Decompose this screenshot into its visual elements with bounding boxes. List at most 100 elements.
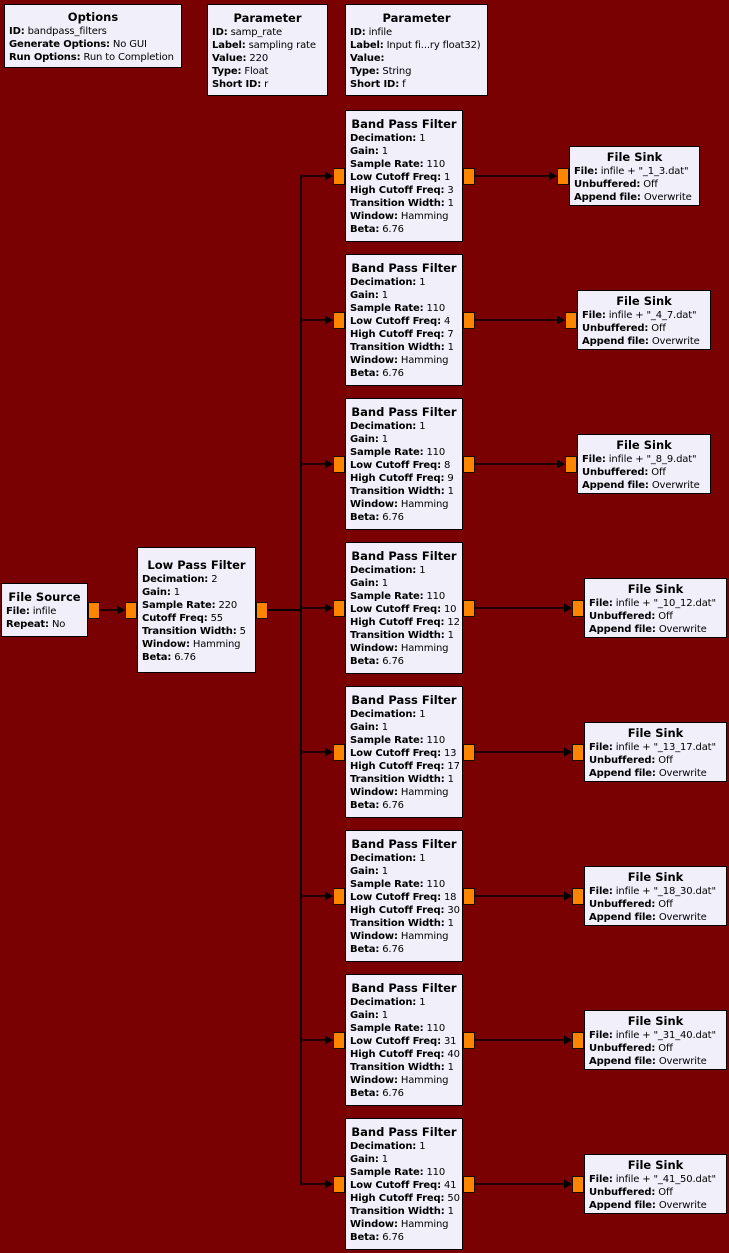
input-port[interactable] [333,1175,345,1193]
param-id: ID: bandpass_filters [9,25,177,38]
param-label: Append file: [582,335,649,347]
param-low-cutoff-freq: Low Cutoff Freq: 8 [350,459,458,472]
param-sample-rate: Sample Rate: 110 [350,158,458,171]
param-label: Transition Width: [350,630,445,641]
input-port[interactable] [572,887,584,905]
param-value: Hamming [400,211,449,222]
block-title: Band Pass Filter [351,981,457,995]
param-value: 1 [447,486,454,497]
output-port[interactable] [88,601,100,619]
param-label: Window: [350,211,398,222]
param-decimation: Decimation: 1 [350,564,458,577]
param-value: 1 [419,133,426,144]
input-port[interactable] [333,1031,345,1049]
input-port[interactable] [572,1175,584,1193]
input-port[interactable] [333,311,345,329]
input-port[interactable] [565,311,577,329]
input-port[interactable] [333,743,345,761]
connection-low-pass-filter-to-bpf-41-50[interactable] [268,609,325,1185]
input-port[interactable] [333,167,345,185]
param-value: 30 [447,905,460,916]
param-transition-width: Transition Width: 1 [350,1205,458,1218]
input-port[interactable] [125,601,137,619]
param-label: File: [589,885,613,897]
param-sample-rate: Sample Rate: 220 [142,599,251,612]
param-gain: Gain: 1 [350,721,458,734]
output-port[interactable] [463,599,475,617]
param-beta: Beta: 6.76 [350,511,458,524]
param-file: File: infile + "_1_3.dat" [574,165,695,178]
param-value: 1 [173,586,181,598]
param-label: ID: [350,26,366,38]
param-generate-options: Generate Options: No GUI [9,38,177,51]
output-port[interactable] [463,167,475,185]
param-high-cutoff-freq: High Cutoff Freq: 7 [350,328,458,341]
param-value: infile + "_4_7.dat" [608,309,697,321]
block-title: Parameter [233,10,302,25]
param-value: Hamming [400,787,449,798]
block-title: File Sink [627,869,684,884]
input-port[interactable] [565,455,577,473]
connection-low-pass-filter-to-bpf-13-17[interactable] [268,609,325,753]
param-label: Window: [350,1075,398,1086]
output-port[interactable] [463,311,475,329]
output-port[interactable] [463,1031,475,1049]
param-value: String [382,65,412,77]
output-port[interactable] [256,601,268,619]
param-value: 6.76 [382,1232,404,1243]
input-port[interactable] [572,1031,584,1049]
param-low-cutoff-freq: Low Cutoff Freq: 13 [350,747,458,760]
connection-low-pass-filter-to-bpf-31-40[interactable] [268,609,325,1041]
input-port[interactable] [572,599,584,617]
output-port[interactable] [463,1175,475,1193]
input-port[interactable] [557,167,569,185]
param-beta: Beta: 6.76 [350,943,458,956]
output-port[interactable] [463,887,475,905]
param-value: 8 [443,460,451,471]
param-high-cutoff-freq: High Cutoff Freq: 50 [350,1192,460,1205]
param-value: 40 [447,1049,460,1060]
arrowhead-icon [325,1179,333,1189]
connection-low-pass-filter-to-bpf-18-30[interactable] [268,609,325,897]
input-port[interactable] [333,455,345,473]
connection-low-pass-filter-to-bpf-1-3[interactable] [268,175,325,611]
connection-low-pass-filter-to-bpf-8-9[interactable] [268,463,325,611]
param-label: Decimation: [350,421,417,432]
output-port[interactable] [463,455,475,473]
param-value: 1 [447,1206,454,1217]
param-value: Input fi...ry float32) [386,39,481,51]
param-label: Gain: [350,146,379,157]
param-transition-width: Transition Width: 1 [350,341,458,354]
output-port[interactable] [463,743,475,761]
param-transition-width: Transition Width: 1 [350,197,458,210]
param-transition-width: Transition Width: 1 [350,917,458,930]
param-high-cutoff-freq: High Cutoff Freq: 12 [350,616,460,629]
connection-low-pass-filter-to-bpf-4-7[interactable] [268,319,325,611]
input-port[interactable] [333,599,345,617]
input-port[interactable] [333,887,345,905]
param-gain: Gain: 1 [350,145,458,158]
input-port[interactable] [572,743,584,761]
